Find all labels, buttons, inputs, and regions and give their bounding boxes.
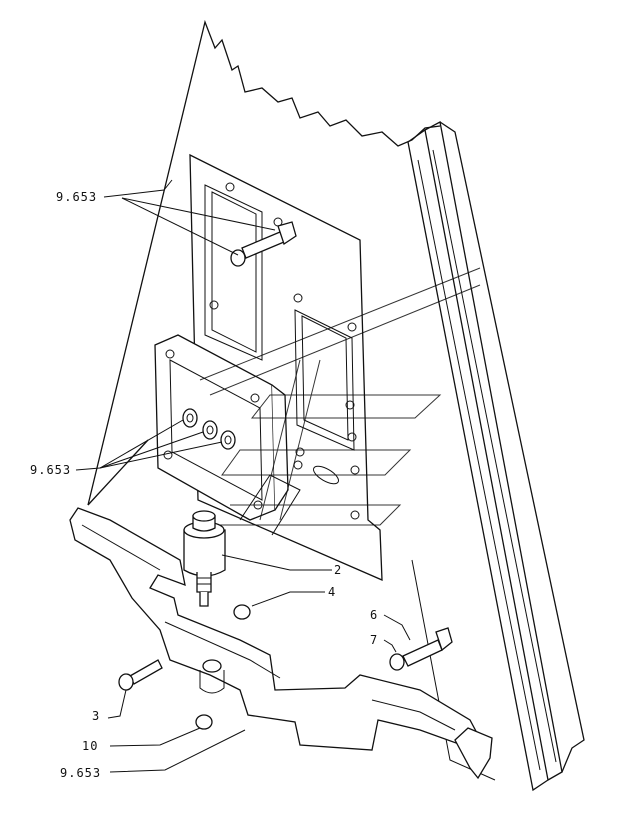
- bracket: [69, 507, 493, 780]
- callout-part-4: 4: [328, 585, 336, 599]
- tractor-side-panel: [87, 19, 441, 506]
- callout-ref-top: 9.653: [56, 190, 97, 204]
- pressure-switch: [183, 510, 226, 607]
- top-bolt: [230, 221, 297, 267]
- leader-lines: [75, 179, 411, 773]
- nut-10: [195, 714, 213, 730]
- callout-part-6: 6: [370, 608, 378, 622]
- callout-part-10: 10: [82, 739, 98, 753]
- callout-ref-mid: 9.653: [30, 463, 71, 477]
- frame-rails: [407, 121, 585, 792]
- watermark-logo: [199, 267, 481, 526]
- callout-part-3: 3: [92, 709, 100, 723]
- nut-4: [233, 604, 251, 620]
- callout-part-2: 2: [334, 563, 342, 577]
- bolt-6-washer-7: [389, 627, 453, 671]
- bolt-3: [118, 659, 163, 691]
- callout-ref-bottom: 9.653: [60, 766, 101, 780]
- callout-part-7: 7: [370, 633, 378, 647]
